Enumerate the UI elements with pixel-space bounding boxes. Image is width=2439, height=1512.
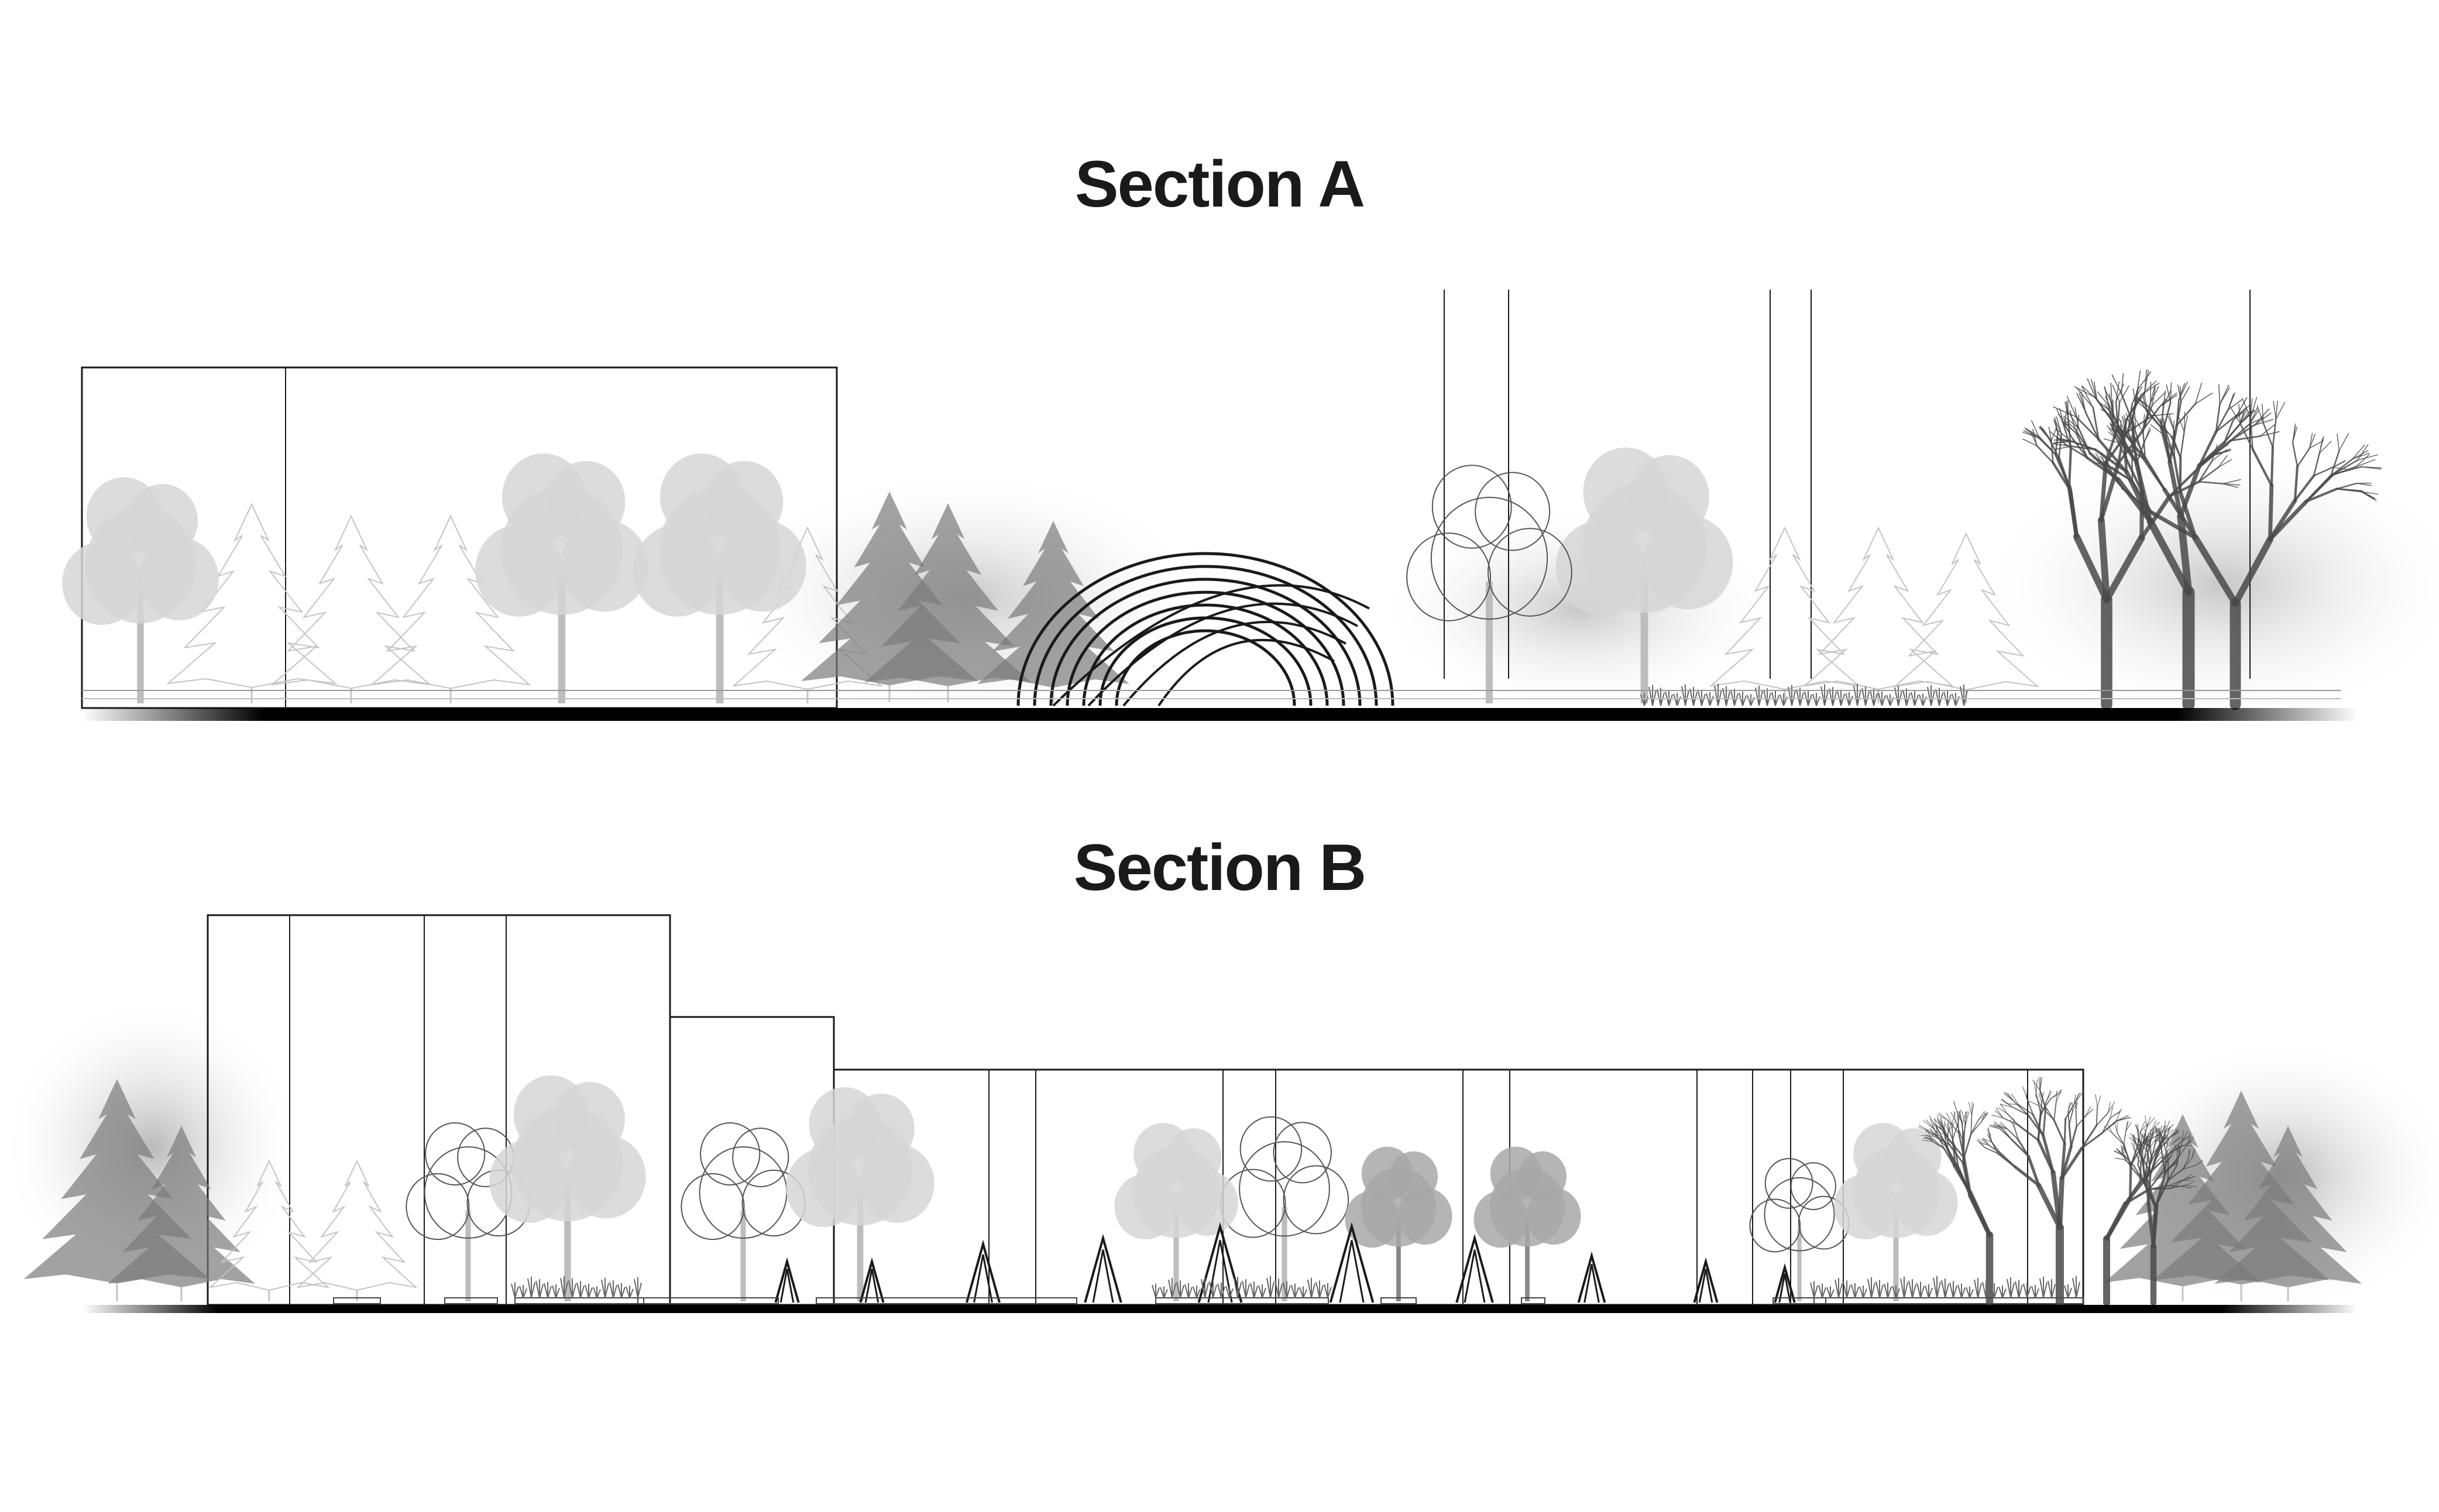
a-frame-icon <box>774 1257 800 1303</box>
planter-bed <box>1772 1297 1826 1304</box>
section-b-title: Section B <box>1073 831 1367 904</box>
conifer-icon <box>2214 1126 2362 1301</box>
tree-icon <box>1749 1157 1850 1301</box>
a-frame-icon <box>1329 1222 1375 1303</box>
section-a-elements <box>62 290 2439 726</box>
bare-tree-icon <box>2049 370 2280 711</box>
section-b-drawing <box>0 914 2439 1317</box>
shrub-row <box>1810 1276 2080 1298</box>
tree-icon <box>1406 465 1572 703</box>
a-frame-icon <box>1084 1233 1122 1303</box>
section-a-drawing <box>62 290 2439 726</box>
bare-tree-icon <box>2114 1125 2203 1306</box>
shrub-row <box>511 1276 642 1298</box>
ground-line <box>82 1305 2358 1313</box>
planter-bed <box>444 1297 498 1304</box>
a-frame-icon <box>966 1239 1001 1303</box>
conifer-icon <box>296 1159 418 1301</box>
tree-icon <box>633 453 806 703</box>
bare-tree-icon <box>1976 1077 2132 1307</box>
planter-bed <box>637 1297 779 1304</box>
conifer-icon <box>864 503 1032 702</box>
tree-icon <box>1220 1116 1349 1301</box>
section-b-elements <box>0 914 2439 1317</box>
shrub-row <box>1152 1276 1332 1298</box>
bare-tree-icon <box>2093 397 2382 710</box>
planter-bed <box>1380 1297 1417 1304</box>
tree-icon <box>786 1087 935 1301</box>
tree-icon <box>475 453 648 703</box>
a-frame-icon <box>1577 1251 1606 1303</box>
planter-bed <box>333 1297 381 1304</box>
a-frame-icon <box>1197 1222 1243 1303</box>
planter-bed <box>514 1297 644 1304</box>
planter-bed <box>1155 1297 1329 1304</box>
bare-tree-icon <box>1918 1101 1994 1307</box>
tree-icon <box>62 477 219 703</box>
tree-icon <box>1114 1122 1238 1301</box>
tree-icon <box>1473 1146 1581 1301</box>
conifer-icon <box>1709 526 1861 703</box>
tree-icon <box>489 1075 646 1301</box>
ground-line <box>82 708 2358 721</box>
conifer-icon <box>108 1126 255 1301</box>
tree-icon <box>1834 1122 1958 1301</box>
conifer-icon <box>208 1159 331 1301</box>
section-a-title: Section A <box>1074 147 1365 221</box>
tree-icon <box>1345 1146 1452 1301</box>
planter-bed <box>1521 1297 1545 1304</box>
a-frame-icon <box>1693 1257 1719 1303</box>
planter-bed <box>816 1297 1077 1304</box>
tree-icon <box>1555 447 1733 703</box>
conifer-icon <box>270 514 432 703</box>
arch-pavilion-icon <box>1016 552 1394 707</box>
a-frame-icon <box>1774 1263 1796 1303</box>
a-frame-icon <box>859 1257 885 1303</box>
mist <box>1978 445 2439 726</box>
a-frame-icon <box>1455 1233 1494 1303</box>
planter-bed <box>1813 1297 2084 1304</box>
conifer-icon <box>1802 526 1954 703</box>
